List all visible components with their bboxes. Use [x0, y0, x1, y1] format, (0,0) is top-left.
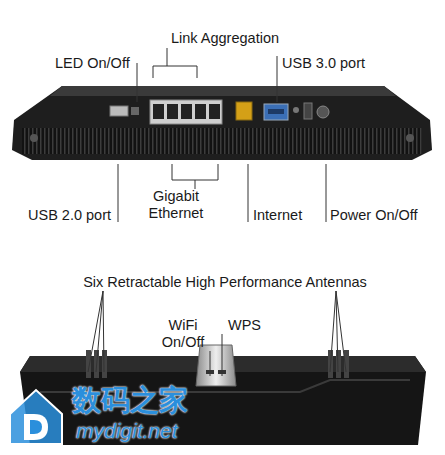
leader-line — [330, 291, 346, 372]
group-label: Link Aggregation — [171, 30, 279, 47]
watermark: mydigit.net — [76, 418, 178, 443]
button-label: WiFi On/Off — [157, 317, 209, 351]
led-button — [131, 107, 139, 115]
ethernet-port — [153, 104, 164, 119]
button-label: WPS — [228, 317, 261, 334]
antenna — [336, 350, 341, 378]
group-label: Six Retractable High Performance Antenna… — [83, 274, 367, 291]
leader-line — [248, 164, 249, 222]
screw — [30, 134, 38, 142]
house-icon — [10, 390, 62, 444]
vent-grille — [22, 128, 422, 154]
leader-line — [222, 334, 223, 376]
house-icon-d — [24, 414, 48, 440]
watermark: 数码之家 — [72, 384, 188, 417]
group-label: Gigabit Ethernet — [140, 188, 212, 222]
antenna — [86, 350, 91, 378]
port-label: USB 3.0 port — [282, 55, 365, 72]
leader-line — [210, 351, 211, 376]
usb3-port — [264, 104, 288, 120]
leader-lines — [88, 291, 346, 376]
antenna — [102, 350, 107, 378]
bracket — [153, 48, 197, 78]
bracket — [172, 164, 218, 189]
leader-lines — [118, 48, 326, 222]
center-piece — [196, 345, 236, 386]
leader-line — [277, 56, 278, 102]
router-front — [20, 345, 426, 445]
reset-button — [293, 107, 299, 113]
ethernet-port — [195, 104, 206, 119]
port-label: Internet — [253, 207, 302, 224]
screw — [406, 134, 414, 142]
leader-line — [137, 63, 138, 102]
watermark-logo — [10, 390, 62, 444]
leader-line — [88, 291, 104, 372]
ethernet-port — [181, 104, 192, 119]
usb2-port — [110, 106, 128, 116]
router-rear — [12, 86, 432, 160]
ethernet-port — [167, 104, 178, 119]
rear-top-edge — [50, 86, 396, 96]
power-switch — [304, 103, 312, 119]
ethernet-panel — [150, 100, 222, 124]
rear-body — [12, 86, 432, 160]
port-label: LED On/Off — [55, 55, 130, 72]
dc-jack — [317, 106, 329, 118]
ethernet-port — [209, 104, 220, 119]
port-label: USB 2.0 port — [28, 207, 111, 224]
leader-line — [118, 164, 119, 222]
house-icon-d — [30, 420, 42, 434]
leader-line — [326, 164, 327, 222]
port-label: Power On/Off — [330, 207, 418, 224]
internet-port — [236, 102, 252, 120]
usb3-slot — [268, 109, 284, 114]
